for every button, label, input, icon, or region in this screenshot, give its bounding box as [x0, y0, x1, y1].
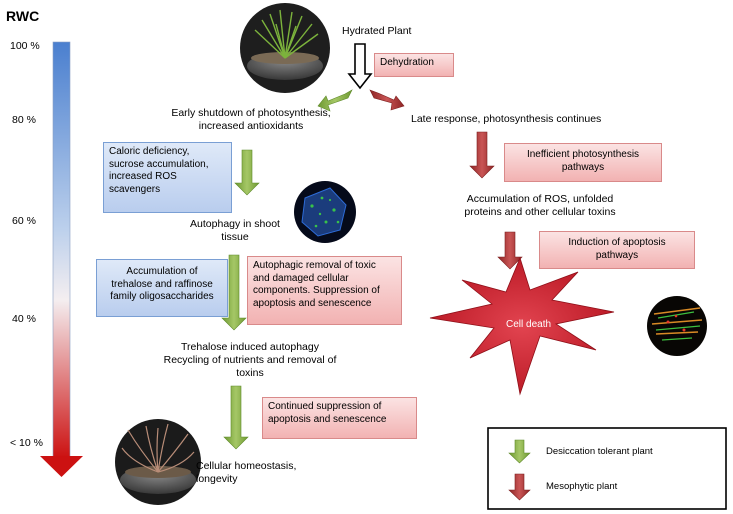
left-step-autophagy-shoot: Autophagy in shoot tissue	[190, 218, 280, 243]
left-step-homeostasis: Cellular homeostasis, longevity	[196, 460, 297, 485]
cell-death-microscopy-image	[647, 296, 707, 356]
legend-tolerant-label: Desiccation tolerant plant	[546, 446, 653, 457]
legend-red-arrow-icon	[508, 473, 531, 501]
legend-green-arrow-icon	[508, 439, 531, 464]
autophagic-removal-box: Autophagic removal of toxic and damaged …	[247, 256, 402, 325]
trehalose-accumulation-box: Accumulation of trehalose and raffinose …	[96, 259, 228, 317]
caloric-deficiency-box: Caloric deficiency, sucrose accumulation…	[103, 142, 232, 213]
dehydration-down-arrow	[347, 43, 373, 90]
cell-death-label: Cell death	[506, 319, 552, 330]
left-step-trehalose-autophagy: Trehalose induced autophagy Recycling of…	[163, 341, 337, 379]
cell-death-burst	[429, 256, 615, 396]
legend	[487, 427, 727, 510]
continued-suppression-box: Continued suppression of apoptosis and s…	[262, 397, 417, 439]
left-step-early-shutdown: Early shutdown of photosynthesis, increa…	[171, 107, 331, 132]
rwc-gradient-arrow	[40, 41, 83, 477]
hydrated-plant-label: Hydrated Plant	[342, 25, 412, 37]
right-step-late-response: Late response, photosynthesis continues	[411, 113, 602, 125]
green-arrow-1	[234, 149, 260, 196]
green-arrow-2	[221, 254, 247, 331]
red-arrow-split	[369, 89, 405, 111]
apoptosis-induction-box: Induction of apoptosis pathways	[539, 231, 695, 269]
rwc-level-10: < 10 %	[10, 437, 43, 449]
dry-plant-photo	[115, 419, 201, 505]
rwc-level-80: 80 %	[12, 114, 36, 126]
red-arrow-2	[497, 231, 523, 270]
right-step-ros-accumulation: Accumulation of ROS, unfolded proteins a…	[464, 193, 616, 218]
rwc-title: RWC	[6, 8, 40, 24]
rwc-level-40: 40 %	[12, 313, 36, 325]
hydrated-plant-photo	[240, 3, 330, 93]
green-arrow-3	[223, 385, 249, 450]
green-arrow-split	[317, 89, 353, 112]
red-arrow-1	[469, 131, 495, 179]
rwc-level-60: 60 %	[12, 215, 36, 227]
dehydration-box: Dehydration	[374, 53, 454, 77]
autophagy-microscopy-image	[294, 181, 356, 243]
rwc-level-100: 100 %	[10, 40, 40, 52]
inefficient-photosynthesis-box: Inefficient photosynthesis pathways	[504, 143, 662, 182]
legend-mesophytic-label: Mesophytic plant	[546, 481, 618, 492]
